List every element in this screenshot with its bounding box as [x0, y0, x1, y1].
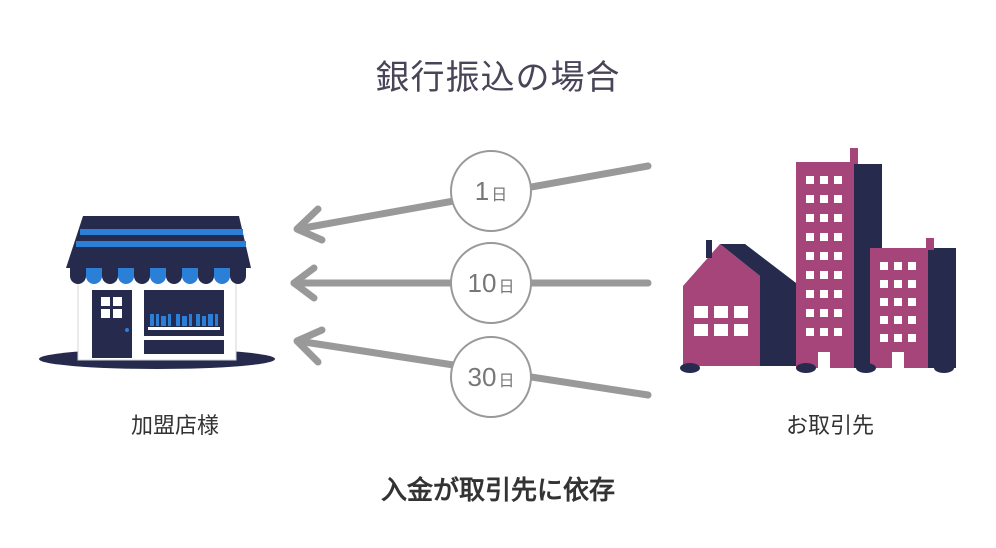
svg-text:30日: 30日: [468, 362, 515, 392]
partner-label: お取引先: [785, 414, 874, 439]
day-badge-3-number: 30: [468, 362, 497, 392]
arrow-3-head: [293, 326, 326, 366]
day-badge-3-unit: 日: [498, 373, 514, 390]
dependency-note: 入金が取引先に依存: [380, 476, 615, 506]
storefront-icon: [39, 216, 275, 369]
day-badge-1-unit: 日: [491, 187, 507, 204]
day-badge-1-number: 1: [475, 176, 489, 206]
svg-text:1日: 1日: [475, 176, 507, 206]
store-label: 加盟店様: [130, 414, 219, 439]
buildings-icon: [680, 148, 956, 373]
arrow-2-head: [290, 264, 318, 302]
day-badge-2-unit: 日: [498, 279, 514, 296]
day-badge-2-number: 10: [468, 268, 497, 298]
page-title: 銀行振込の場合: [375, 58, 621, 98]
arrow-1-head: [293, 205, 326, 244]
svg-text:10日: 10日: [468, 268, 515, 298]
